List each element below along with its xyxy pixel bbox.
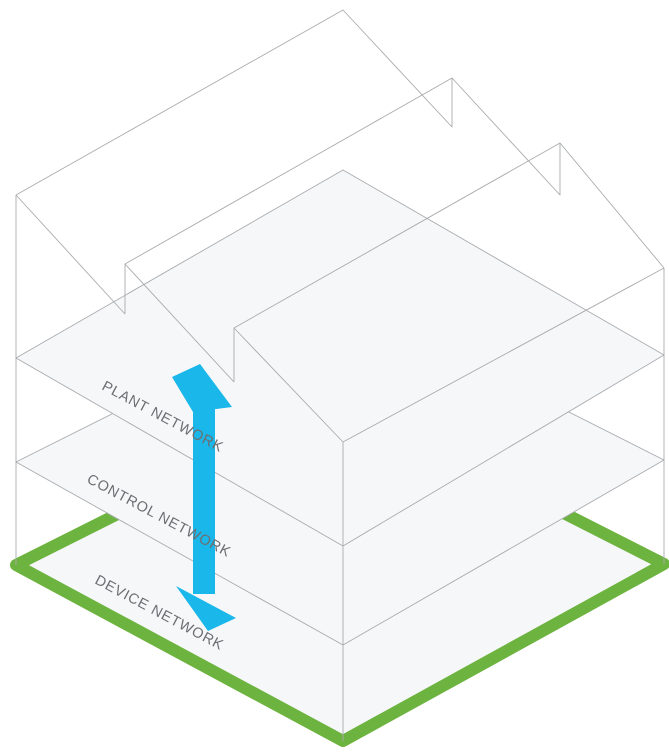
roof-frame-1 [15,9,453,196]
roof-frame-2-drop [124,263,235,383]
bidirectional-arrow-icon [172,364,236,631]
arrow-head-down [176,586,236,631]
roof-front-slope [233,267,665,443]
arrow-head-up [172,364,232,412]
roof-frame-2 [124,77,561,314]
roof-frame-3 [233,142,665,382]
arrow-shaft [193,398,215,594]
roof-frame-1-drop [15,194,126,315]
